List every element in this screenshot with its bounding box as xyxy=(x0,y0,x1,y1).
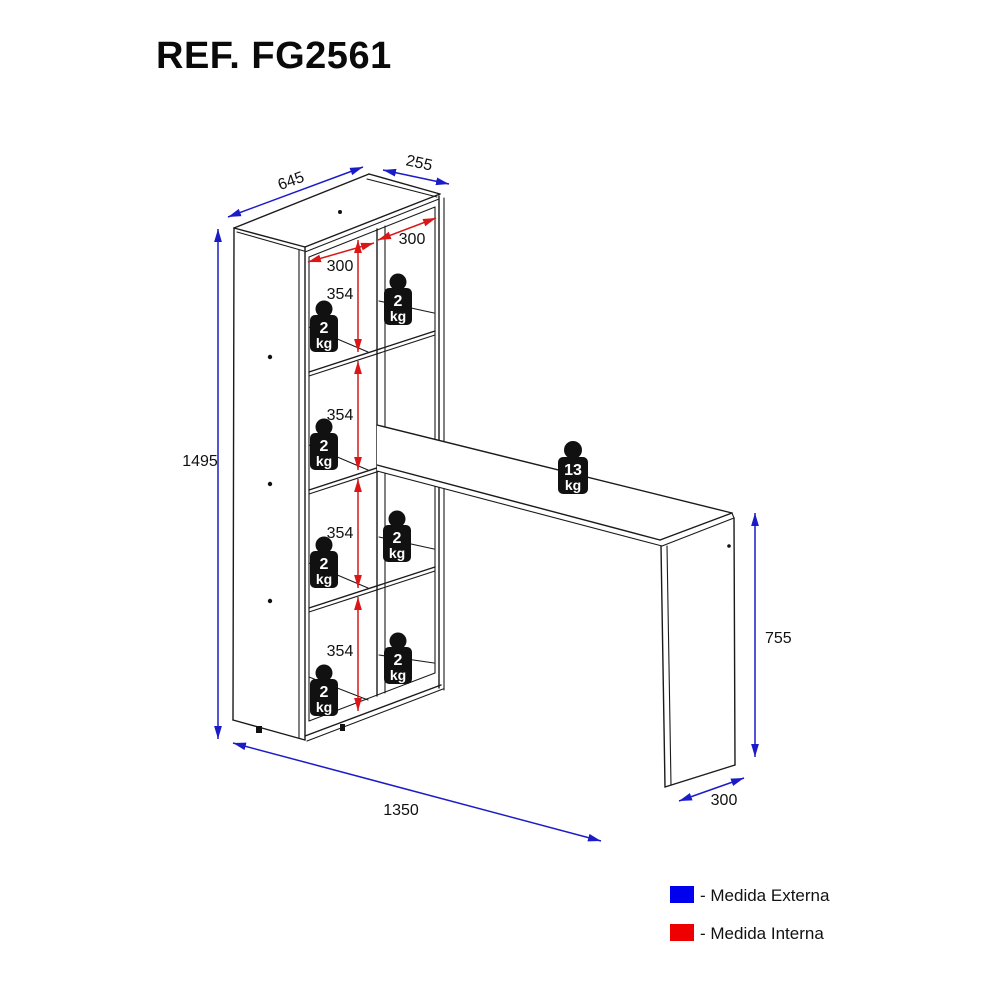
cam-hole-dot xyxy=(727,544,731,548)
dim-left-column-width: 300 xyxy=(307,242,375,275)
weight-value: 2 xyxy=(394,652,403,669)
dimension-label-desk-depth: 300 xyxy=(711,792,738,809)
dimension-label-shelf-gap-4: 354 xyxy=(327,643,354,660)
weight-value: 2 xyxy=(320,684,329,701)
weight-unit: kg xyxy=(316,571,332,587)
weight-unit: kg xyxy=(390,308,406,324)
cam-hole-dot xyxy=(267,598,273,604)
legend-label-externa: - Medida Externa xyxy=(700,886,830,905)
weight-unit: kg xyxy=(389,545,405,561)
weight-badge-shelf-right-1: 2 kg xyxy=(384,273,412,325)
dimension-label-shelf-gap-1: 354 xyxy=(327,286,354,303)
dimension-label-shelf-gap-2: 354 xyxy=(327,407,354,424)
legend: - Medida Externa - Medida Interna xyxy=(670,886,830,943)
page-title: REF. FG2561 xyxy=(156,35,392,77)
desk-leg xyxy=(660,517,736,788)
dim-bookcase-height: 1495 xyxy=(182,229,222,739)
dimension-label-right-column-width: 300 xyxy=(399,231,426,248)
weight-unit: kg xyxy=(390,667,406,683)
weight-unit: kg xyxy=(316,453,332,469)
weight-value: 2 xyxy=(320,438,329,455)
legend-item-interna: - Medida Interna xyxy=(670,924,824,943)
legend-swatch-interna xyxy=(670,924,694,941)
dim-desk-height: 755 xyxy=(751,513,792,757)
weight-unit: kg xyxy=(316,699,332,715)
weight-badge-shelf-left-2: 2 kg xyxy=(310,418,338,470)
weight-unit: kg xyxy=(565,477,581,493)
weight-value: 2 xyxy=(320,320,329,337)
legend-label-interna: - Medida Interna xyxy=(700,924,824,943)
weight-value: 2 xyxy=(320,556,329,573)
dim-bookcase-depth: 255 xyxy=(382,152,450,186)
weight-badge-shelf-left-1: 2 kg xyxy=(310,300,338,352)
dim-shelf-gaps: 354 354 354 354 xyxy=(327,240,362,711)
dimension-label-total-width: 1350 xyxy=(383,802,419,819)
dimension-label-bookcase-height: 1495 xyxy=(182,453,218,470)
dim-total-width: 1350 xyxy=(232,742,602,842)
legend-item-externa: - Medida Externa xyxy=(670,886,830,905)
dim-right-column-width: 300 xyxy=(377,217,437,248)
desk-outline xyxy=(376,424,735,547)
bookcase-shelves xyxy=(308,300,436,701)
foot xyxy=(340,724,345,731)
weight-value: 13 xyxy=(564,462,582,479)
dimension-label-desk-height: 755 xyxy=(765,630,792,647)
legend-swatch-externa xyxy=(670,886,694,903)
weight-badge-shelf-left-3: 2 kg xyxy=(310,536,338,588)
weight-badge-shelf-left-4: 2 kg xyxy=(310,664,338,716)
weight-value: 2 xyxy=(393,530,402,547)
cam-hole-dot xyxy=(267,481,273,487)
foot xyxy=(256,726,262,733)
dim-bookcase-width: 645 xyxy=(227,166,364,218)
cam-hole-dot xyxy=(338,210,342,214)
weight-badge-desk: 13 kg xyxy=(558,441,588,494)
weight-unit: kg xyxy=(316,335,332,351)
dimension-label-left-column-width: 300 xyxy=(327,258,354,275)
weight-badge-shelf-right-2: 2 kg xyxy=(383,510,411,562)
dimension-label-shelf-gap-3: 354 xyxy=(327,525,354,542)
dimension-label-bookcase-depth: 255 xyxy=(404,152,434,174)
cam-hole-dot xyxy=(267,354,273,360)
dim-desk-depth: 300 xyxy=(678,777,745,809)
weight-value: 2 xyxy=(394,293,403,310)
weight-badge-shelf-right-3: 2 kg xyxy=(384,632,412,684)
